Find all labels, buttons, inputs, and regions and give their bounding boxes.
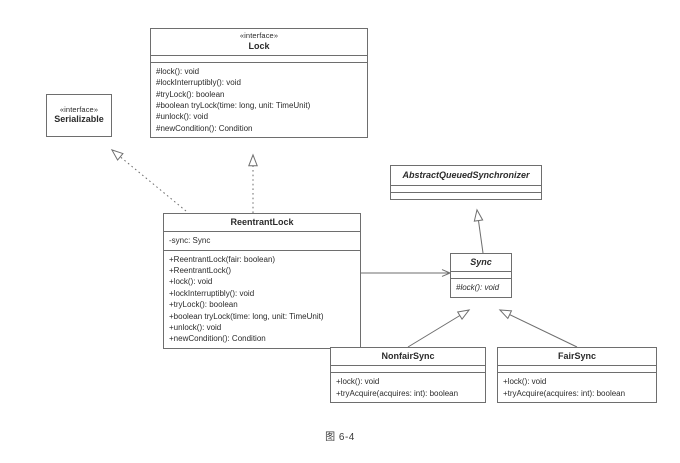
- class-header-nonfairsync: NonfairSync: [331, 348, 485, 365]
- class-member: +lock(): void: [336, 377, 380, 387]
- class-name: ReentrantLock: [230, 217, 294, 227]
- class-header-abstractqueuedsynchronizer: AbstractQueuedSynchronizer: [391, 166, 541, 185]
- class-name: AbstractQueuedSynchronizer: [402, 170, 530, 180]
- class-name: Lock: [248, 40, 270, 51]
- class-member: +tryAcquire(acquires: int): boolean: [503, 388, 626, 398]
- class-box-reentrantlock[interactable]: ReentrantLock -sync: Sync +ReentrantLock…: [163, 213, 361, 349]
- class-header-serializable: «interface» Serializable: [47, 95, 111, 136]
- class-name: Serializable: [54, 114, 104, 125]
- class-box-serializable[interactable]: «interface» Serializable: [46, 94, 112, 137]
- class-attributes-abstractqueuedsynchronizer: [391, 185, 541, 192]
- class-member: #newCondition(): Condition: [156, 123, 253, 133]
- class-box-nonfairsync[interactable]: NonfairSync +lock(): void +tryAcquire(ac…: [330, 347, 486, 404]
- class-attributes-sync: [451, 271, 511, 278]
- class-header-reentrantlock: ReentrantLock: [164, 214, 360, 231]
- edge-reentrantlock-realizes-serializable: [110, 149, 187, 212]
- edge-fairsync-extends-sync: [498, 309, 578, 348]
- class-member: +ReentrantLock(fair: boolean): [169, 254, 276, 264]
- class-member: #tryLock(): boolean: [156, 89, 225, 99]
- class-stereotype: «interface»: [59, 104, 99, 114]
- class-attributes-nonfairsync: [331, 365, 485, 372]
- class-name: NonfairSync: [381, 351, 435, 361]
- class-name: FairSync: [557, 351, 597, 361]
- class-member: +unlock(): void: [169, 322, 222, 332]
- class-methods-reentrantlock: +ReentrantLock(fair: boolean) +Reentrant…: [164, 249, 360, 348]
- class-stereotype: «interface»: [239, 31, 279, 40]
- class-member: +lock(): void: [169, 277, 213, 287]
- class-methods-fairsync: +lock(): void +tryAcquire(acquires: int)…: [498, 372, 656, 402]
- class-methods-sync: #lock(): void: [451, 278, 511, 296]
- edge-nonfairsync-extends-sync: [407, 309, 471, 348]
- class-member: +boolean tryLock(time: long, unit: TimeU…: [169, 311, 324, 321]
- class-member: +tryLock(): boolean: [169, 300, 238, 310]
- class-header-fairsync: FairSync: [498, 348, 656, 365]
- class-box-lock[interactable]: «interface» Lock #lock(): void #lockInte…: [150, 28, 368, 139]
- class-box-fairsync[interactable]: FairSync +lock(): void +tryAcquire(acqui…: [497, 347, 657, 404]
- class-member: +lockInterruptibly(): void: [169, 288, 255, 298]
- class-member: #lock(): void: [156, 66, 200, 76]
- figure-caption: 图 6-4: [325, 432, 355, 443]
- class-methods-lock: #lock(): void #lockInterruptibly(): void…: [151, 61, 367, 137]
- class-member: -sync: Sync: [169, 236, 211, 246]
- class-box-sync[interactable]: Sync #lock(): void: [450, 253, 512, 298]
- class-member: +lock(): void: [503, 377, 547, 387]
- class-name: Sync: [470, 257, 492, 267]
- class-member: +tryAcquire(acquires: int): boolean: [336, 388, 459, 398]
- class-header-sync: Sync: [451, 254, 511, 271]
- class-member: +newCondition(): Condition: [169, 334, 266, 344]
- class-box-abstractqueuedsynchronizer[interactable]: AbstractQueuedSynchronizer: [390, 165, 542, 201]
- edge-sync-extends-aqs: [473, 208, 484, 254]
- class-member: #lockInterruptibly(): void: [156, 78, 241, 88]
- class-member: #boolean tryLock(time: long, unit: TimeU…: [156, 101, 311, 111]
- class-methods-nonfairsync: +lock(): void +tryAcquire(acquires: int)…: [331, 372, 485, 402]
- class-methods-abstractqueuedsynchronizer: [391, 192, 541, 199]
- class-member: #unlock(): void: [156, 112, 209, 122]
- class-member: #lock(): void: [456, 283, 500, 293]
- class-attributes-lock: [151, 54, 367, 62]
- class-header-lock: «interface» Lock: [151, 29, 367, 55]
- class-member: +ReentrantLock(): [169, 266, 232, 276]
- class-attributes-reentrantlock: -sync: Sync: [164, 231, 360, 249]
- class-attributes-fairsync: [498, 365, 656, 372]
